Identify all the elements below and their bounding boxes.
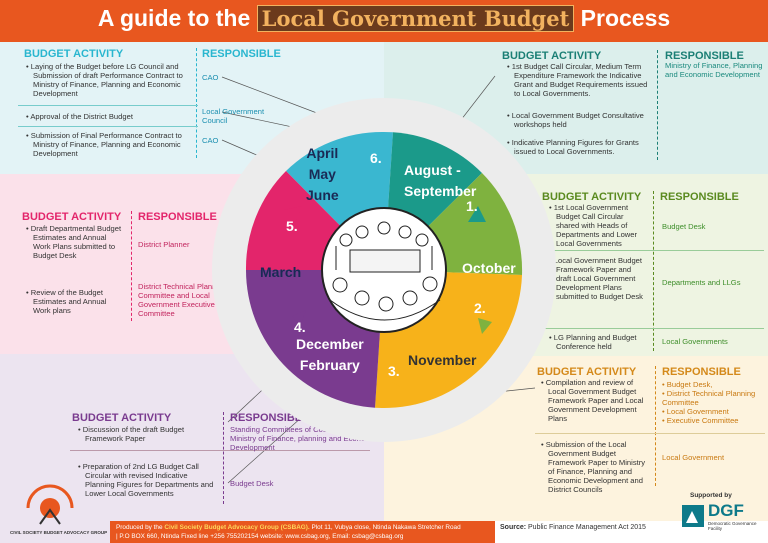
- bottom-right-responsible-5: Local Government: [662, 453, 725, 462]
- mid-left-responsible-heading: RESPONSIBLE: [138, 211, 217, 223]
- bottom-right-separator: [655, 366, 656, 486]
- csbag-logo: CIVIL SOCIETY BUDGET ADVOCACY GROUP: [10, 480, 110, 540]
- center-illustration-meeting: [329, 221, 441, 321]
- bottom-right-activity-1: • Compilation and review of Local Govern…: [541, 378, 644, 423]
- top-left-responsible-heading: RESPONSIBLE: [202, 48, 281, 60]
- top-left-activity-heading: BUDGET ACTIVITY: [24, 48, 124, 60]
- bottom-left-activity-heading: BUDGET ACTIVITY: [72, 412, 172, 424]
- mid-right-responsible-2: Departments and LLGs: [662, 278, 741, 287]
- dgf-logo: DGF Democratic Governance Facility: [680, 501, 766, 539]
- bottom-right-responsible-list: • Budget Desk, • District Technical Plan…: [662, 380, 766, 425]
- mid-left-responsible-1: District Planner: [138, 240, 190, 249]
- dgf-tagline: Democratic Governance Facility: [708, 521, 757, 531]
- bottom-right-responsible-2: • District Technical Planning Committee: [662, 389, 756, 407]
- top-left-responsible-2: Local Government Council: [202, 107, 265, 125]
- top-right-activity-heading: BUDGET ACTIVITY: [502, 50, 602, 62]
- top-left-responsible-3: CAO: [202, 136, 219, 145]
- mid-right-responsible-heading: RESPONSIBLE: [660, 191, 739, 203]
- month-label-april-june: April May June: [306, 145, 339, 203]
- footer-line-2: | P.O BOX 660, Ntinda Fixed line +256 75…: [116, 533, 404, 540]
- divider: [18, 105, 198, 106]
- segment-number-1: 1.: [466, 198, 478, 214]
- bottom-right-responsible-1: • Budget Desk,: [662, 380, 713, 389]
- month-label-november: November: [408, 352, 477, 368]
- divider: [70, 450, 370, 451]
- title-highlight: Local Government Budget: [256, 5, 575, 32]
- top-left-separator: [196, 48, 197, 158]
- segment-number-6: 6.: [370, 150, 382, 166]
- bottom-left-responsible-heading: RESPONSIBLE: [230, 412, 309, 424]
- mid-right-activity-heading: BUDGET ACTIVITY: [542, 191, 642, 203]
- segment-number-5: 5.: [286, 218, 298, 234]
- footer-line-1: Produced by the Civil Society Budget Adv…: [116, 524, 461, 531]
- top-right-activity-3: • Indicative Planning Figures for Grants…: [507, 138, 639, 156]
- bottom-right-activity-2: • Submission of the Local Government Bud…: [541, 440, 646, 494]
- dgf-logo-mark: [682, 505, 704, 527]
- supported-by-label: Supported by: [690, 492, 732, 499]
- month-label-august-september: August - September: [404, 162, 477, 199]
- top-right-activity-1: • 1st Budget Call Circular, Medium Term …: [507, 62, 648, 98]
- bottom-left-activity-2: • Preparation of 2nd LG Budget Call Circ…: [78, 462, 214, 498]
- top-right-responsible-heading: RESPONSIBLE: [665, 50, 744, 62]
- page-title: A guide to the Local Government Budget P…: [0, 5, 768, 32]
- mid-left-responsible-2: District Technical Planning Committee an…: [138, 282, 227, 318]
- bottom-left-activity-1: • Discussion of the draft Budget Framewo…: [78, 425, 185, 443]
- top-left-activity-3: • Submission of Final Performance Contra…: [26, 131, 182, 158]
- top-right-separator: [657, 50, 658, 160]
- title-prefix: A guide to the: [97, 5, 251, 31]
- segment-number-4: 4.: [294, 319, 306, 335]
- top-right-responsible-1: Ministry of Finance, Planning and Econom…: [665, 61, 763, 79]
- mid-right-separator: [653, 191, 654, 351]
- footer-bar: Produced by the Civil Society Budget Adv…: [110, 521, 495, 543]
- mid-left-activity-2: • Review of the Budget Estimates and Ann…: [26, 288, 107, 315]
- mid-right-activity-1: • 1st Local Government Budget Call Circu…: [549, 203, 638, 248]
- divider: [18, 126, 198, 127]
- csbag-tagline: CIVIL SOCIETY BUDGET ADVOCACY GROUP: [10, 530, 108, 535]
- bottom-left-responsible-2: Budget Desk: [230, 479, 274, 488]
- mid-right-responsible-1: Budget Desk: [662, 222, 706, 231]
- bottom-left-separator: [223, 412, 224, 504]
- month-label-march: March: [260, 264, 302, 280]
- bottom-left-responsible-1: Standing Committees of Council and Minis…: [230, 425, 377, 452]
- bottom-right-activity-heading: BUDGET ACTIVITY: [537, 366, 637, 378]
- mid-right-responsible-3: Local Governments: [662, 337, 728, 346]
- source-note: Source: Public Finance Management Act 20…: [500, 524, 646, 531]
- mid-left-activity-1: • Draft Departmental Budget Estimates an…: [26, 224, 122, 260]
- mid-right-activity-3: • LG Planning and Budget Conference held: [549, 333, 637, 351]
- mid-left-activity-heading: BUDGET ACTIVITY: [22, 211, 122, 223]
- divider: [542, 250, 764, 251]
- bottom-right-responsible-3: • Local Government: [662, 407, 729, 416]
- top-left-activity-2: • Approval of the District Budget: [26, 112, 133, 121]
- title-suffix: Process: [580, 5, 671, 31]
- top-left-responsible-1: CAO: [202, 73, 219, 82]
- panel-mid-left: [0, 174, 250, 354]
- csbag-logo-mark: [26, 484, 74, 525]
- month-label-october: October: [462, 260, 516, 276]
- segment-number-2: 2.: [474, 300, 486, 316]
- divider: [535, 433, 765, 434]
- top-left-activity-1: • Laying of the Budget before LG Council…: [26, 62, 183, 98]
- mid-left-separator: [131, 211, 132, 321]
- top-right-activity-2: • Local Government Budget Consultative w…: [507, 111, 644, 129]
- bottom-right-responsible-4: • Executive Committee: [662, 416, 739, 425]
- wheel-arrows: [284, 160, 492, 390]
- divider: [542, 328, 764, 329]
- month-label-december-february: December February: [296, 336, 364, 373]
- dgf-logo-text: DGF: [708, 501, 744, 520]
- bottom-right-responsible-heading: RESPONSIBLE: [662, 366, 741, 378]
- segment-number-3: 3.: [388, 363, 400, 379]
